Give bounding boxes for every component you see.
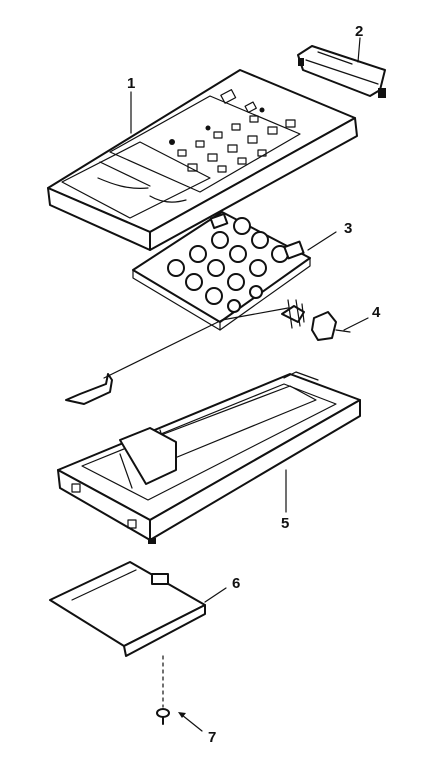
callout-4: 4 xyxy=(372,304,381,321)
callout-2: 2 xyxy=(355,23,363,40)
part-7-screw xyxy=(156,655,203,732)
part-2-end-cap xyxy=(297,37,386,98)
part-5-bottom-case xyxy=(57,371,361,544)
part-3-keypad-board xyxy=(132,211,337,331)
part-6-battery-cover xyxy=(49,561,227,657)
callout-1: 1 xyxy=(127,75,135,92)
callout-6: 6 xyxy=(232,575,240,592)
callout-3: 3 xyxy=(344,220,352,237)
part-4-contact-assembly xyxy=(65,299,369,405)
callout-5: 5 xyxy=(281,515,289,532)
keypad-keys xyxy=(167,212,305,313)
callout-7: 7 xyxy=(208,729,216,746)
part-1-top-case xyxy=(47,69,358,251)
